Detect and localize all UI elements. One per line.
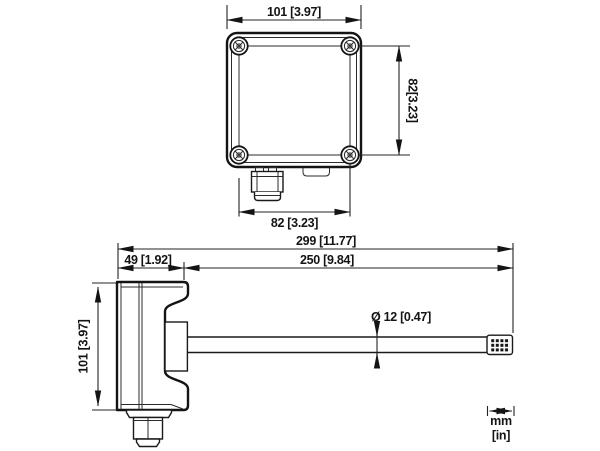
screw-cross-icon bbox=[345, 41, 355, 51]
dim-probe-diameter: Ø 12 [0.47] bbox=[371, 310, 431, 369]
cable-gland-top-view bbox=[250, 167, 284, 202]
lid-seam-lines bbox=[138, 283, 143, 409]
probe-tube bbox=[187, 336, 487, 354]
lid-screw-frame bbox=[238, 45, 351, 156]
dim-screw-vertical-label: 82[3.23] bbox=[406, 78, 420, 122]
screw-cross-icon bbox=[345, 150, 355, 160]
extension-lines bbox=[358, 45, 410, 156]
sensor-filter-cap bbox=[486, 334, 514, 356]
top-view: 101 [3.97] 82[3.23] 82 [3.23] bbox=[225, 5, 420, 230]
probe-flange bbox=[164, 321, 189, 372]
cable-gland-side-view bbox=[125, 409, 173, 448]
lid-bottom-inner-line bbox=[121, 404, 184, 410]
extension-lines bbox=[92, 282, 116, 411]
dim-housing-height-label: 101 [3.97] bbox=[77, 319, 91, 373]
corner-screw-top-left bbox=[229, 36, 249, 56]
dim-housing-depth-label: 49 [1.92] bbox=[124, 253, 171, 267]
unit-in-label: [in] bbox=[492, 429, 510, 443]
dim-screw-horizontal: 82 [3.23] bbox=[238, 163, 351, 230]
scale-arrow-icon bbox=[486, 406, 515, 416]
dim-screw-horizontal-label: 82 [3.23] bbox=[271, 216, 318, 230]
dim-probe-length: 250 [9.84] bbox=[183, 253, 514, 280]
units-legend: mm [in] bbox=[486, 406, 515, 443]
unit-mm-label: mm bbox=[490, 414, 512, 428]
dim-housing-height: 101 [3.97] bbox=[77, 282, 116, 411]
enclosure-inner-edge bbox=[231, 37, 357, 163]
dim-probe-diameter-label: Ø 12 [0.47] bbox=[371, 310, 431, 324]
dim-housing-depth: 49 [1.92] bbox=[117, 253, 185, 272]
screw-cross-icon bbox=[234, 41, 244, 51]
side-view: 299 [11.77] 250 [9.84] 49 [1.92] 101 [3.… bbox=[77, 234, 514, 448]
corner-screw-bottom-right bbox=[340, 145, 360, 165]
corner-screw-bottom-left bbox=[229, 145, 249, 165]
dim-overall-length: 299 [11.77] bbox=[117, 234, 514, 333]
dim-screw-vertical: 82[3.23] bbox=[358, 45, 420, 156]
filter-mesh-pattern bbox=[490, 338, 510, 352]
dim-overall-length-label: 299 [11.77] bbox=[296, 234, 356, 248]
knockout-recess bbox=[302, 167, 330, 177]
enclosure-outline bbox=[225, 31, 363, 169]
dim-top-width: 101 [3.97] bbox=[226, 5, 362, 29]
screw-cross-icon bbox=[234, 150, 244, 160]
enclosure-outer-edge bbox=[225, 31, 363, 169]
corner-screw-top-right bbox=[340, 36, 360, 56]
dim-top-width-label: 101 [3.97] bbox=[267, 5, 321, 19]
dim-probe-length-label: 250 [9.84] bbox=[300, 253, 354, 267]
